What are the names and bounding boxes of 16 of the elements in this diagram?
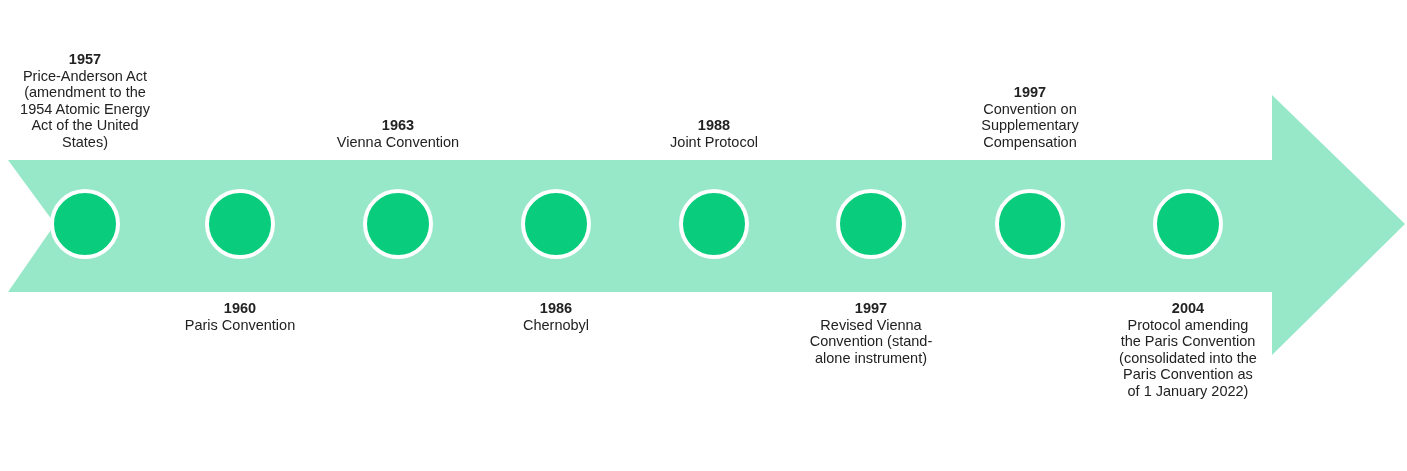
event-label: Revised Vienna Convention (stand-alone instrument): [808, 316, 934, 366]
event-label: Convention on Supplementary Compensation: [980, 100, 1080, 150]
event-label: Joint Protocol: [670, 133, 758, 150]
year-label: 1988: [697, 117, 731, 134]
event-label: Vienna Convention: [336, 133, 460, 150]
year-label: 1957: [68, 51, 102, 68]
year-label: 1960: [223, 300, 257, 317]
year-label: 2004: [1171, 300, 1205, 317]
event-label: Protocol amending the Paris Convention (consolidated into the Paris Convention as of 1 January 2022): [1118, 316, 1258, 399]
year-label: 1963: [381, 117, 415, 134]
year-label: 1997: [854, 300, 888, 317]
year-label: 1986: [539, 300, 573, 317]
year-label: 1997: [1013, 84, 1047, 101]
event-label: Paris Convention: [184, 316, 296, 333]
event-label: Chernobyl: [522, 316, 590, 333]
event-label: Price-Anderson Act (amendment to the 1954 Atomic Energy Act of the United States): [19, 67, 151, 150]
